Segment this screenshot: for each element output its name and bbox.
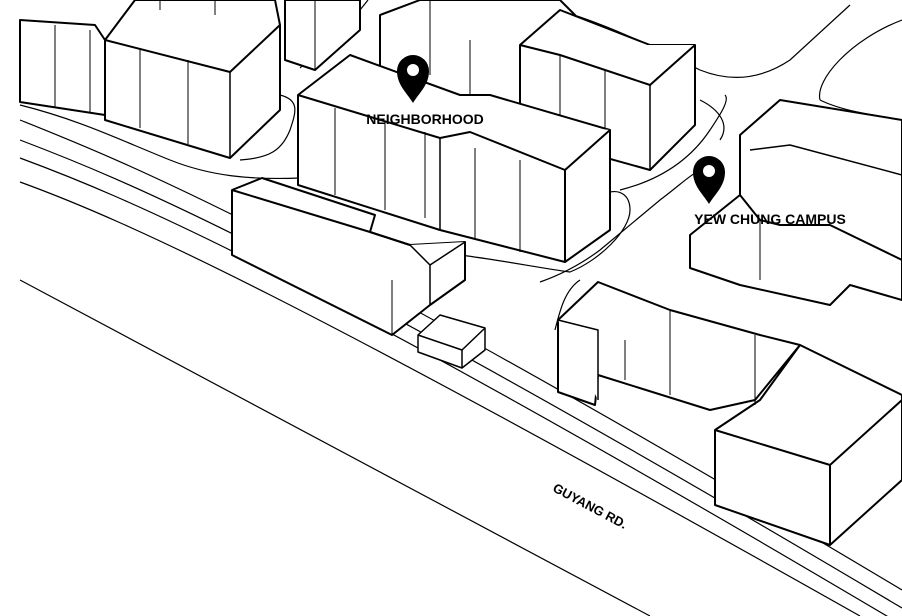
buildings <box>19 0 902 546</box>
building-neighborhood <box>297 54 611 263</box>
map-pin-icon <box>693 156 725 204</box>
building-campus-upper <box>689 99 902 306</box>
map-pin-icon <box>397 55 429 103</box>
building-upper-left <box>104 0 281 159</box>
campus-label: YEW CHUNG CAMPUS <box>694 211 846 227</box>
building-campus-lower <box>557 281 902 546</box>
building-small-box <box>417 314 486 369</box>
neighborhood-marker <box>397 55 429 103</box>
building-upper-mid <box>284 0 361 71</box>
campus-marker <box>693 156 725 204</box>
neighborhood-label: NEIGHBORHOOD <box>366 111 483 127</box>
building-angled <box>231 177 466 336</box>
building-far-left <box>19 19 106 116</box>
